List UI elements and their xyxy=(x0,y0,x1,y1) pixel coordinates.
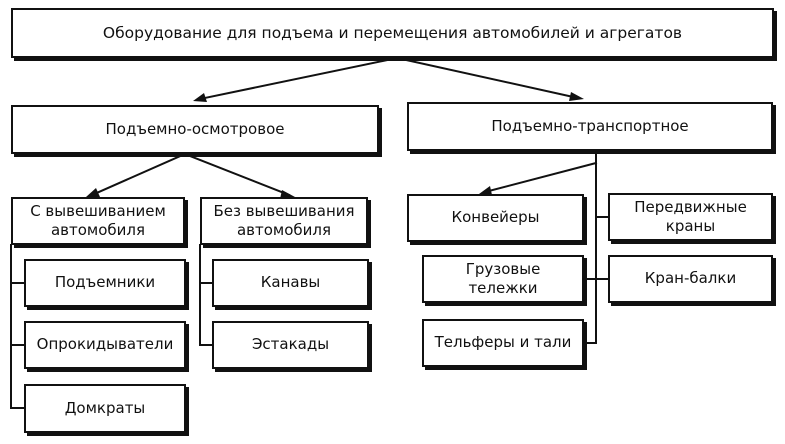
overpasses-node: Эстакады xyxy=(212,321,369,369)
with-lifting-node: С вывешиванием автомобиля xyxy=(11,197,185,245)
arrowhead-with-lifting xyxy=(86,188,100,197)
tippers-node: Опрокидыватели xyxy=(24,321,186,369)
connector-root-inspection xyxy=(198,56,399,101)
pits-node: Канавы xyxy=(212,259,369,307)
lifts-node: Подъемники xyxy=(24,259,186,307)
cargo-carts-node: Грузовые тележки xyxy=(422,255,584,303)
jacks-node: Домкраты xyxy=(24,384,186,433)
connector-root-transport xyxy=(395,56,580,100)
root-node: Оборудование для подъема и перемещения а… xyxy=(11,8,774,58)
arrowhead-transport xyxy=(569,92,584,101)
arrowhead-without-lifting xyxy=(280,190,295,199)
mobile-cranes-node: Передвижные краны xyxy=(608,193,773,241)
inspection-equipment-node: Подъемно-осмотровое xyxy=(11,105,379,154)
without-lifting-node: Без вывешивания автомобиля xyxy=(200,197,368,245)
conveyors-node: Конвейеры xyxy=(407,194,584,242)
hoists-node: Тельферы и тали xyxy=(422,319,584,367)
arrowhead-inspection xyxy=(193,93,207,102)
connector-transport-conveyors xyxy=(483,161,598,194)
arrowhead-conveyors xyxy=(479,186,492,195)
transport-equipment-node: Подъемно-транспортное xyxy=(407,102,773,151)
connector-inspection-with-lifting xyxy=(90,152,187,197)
connector-inspection-without-lifting xyxy=(183,152,291,197)
beam-cranes-node: Кран-балки xyxy=(608,255,773,303)
